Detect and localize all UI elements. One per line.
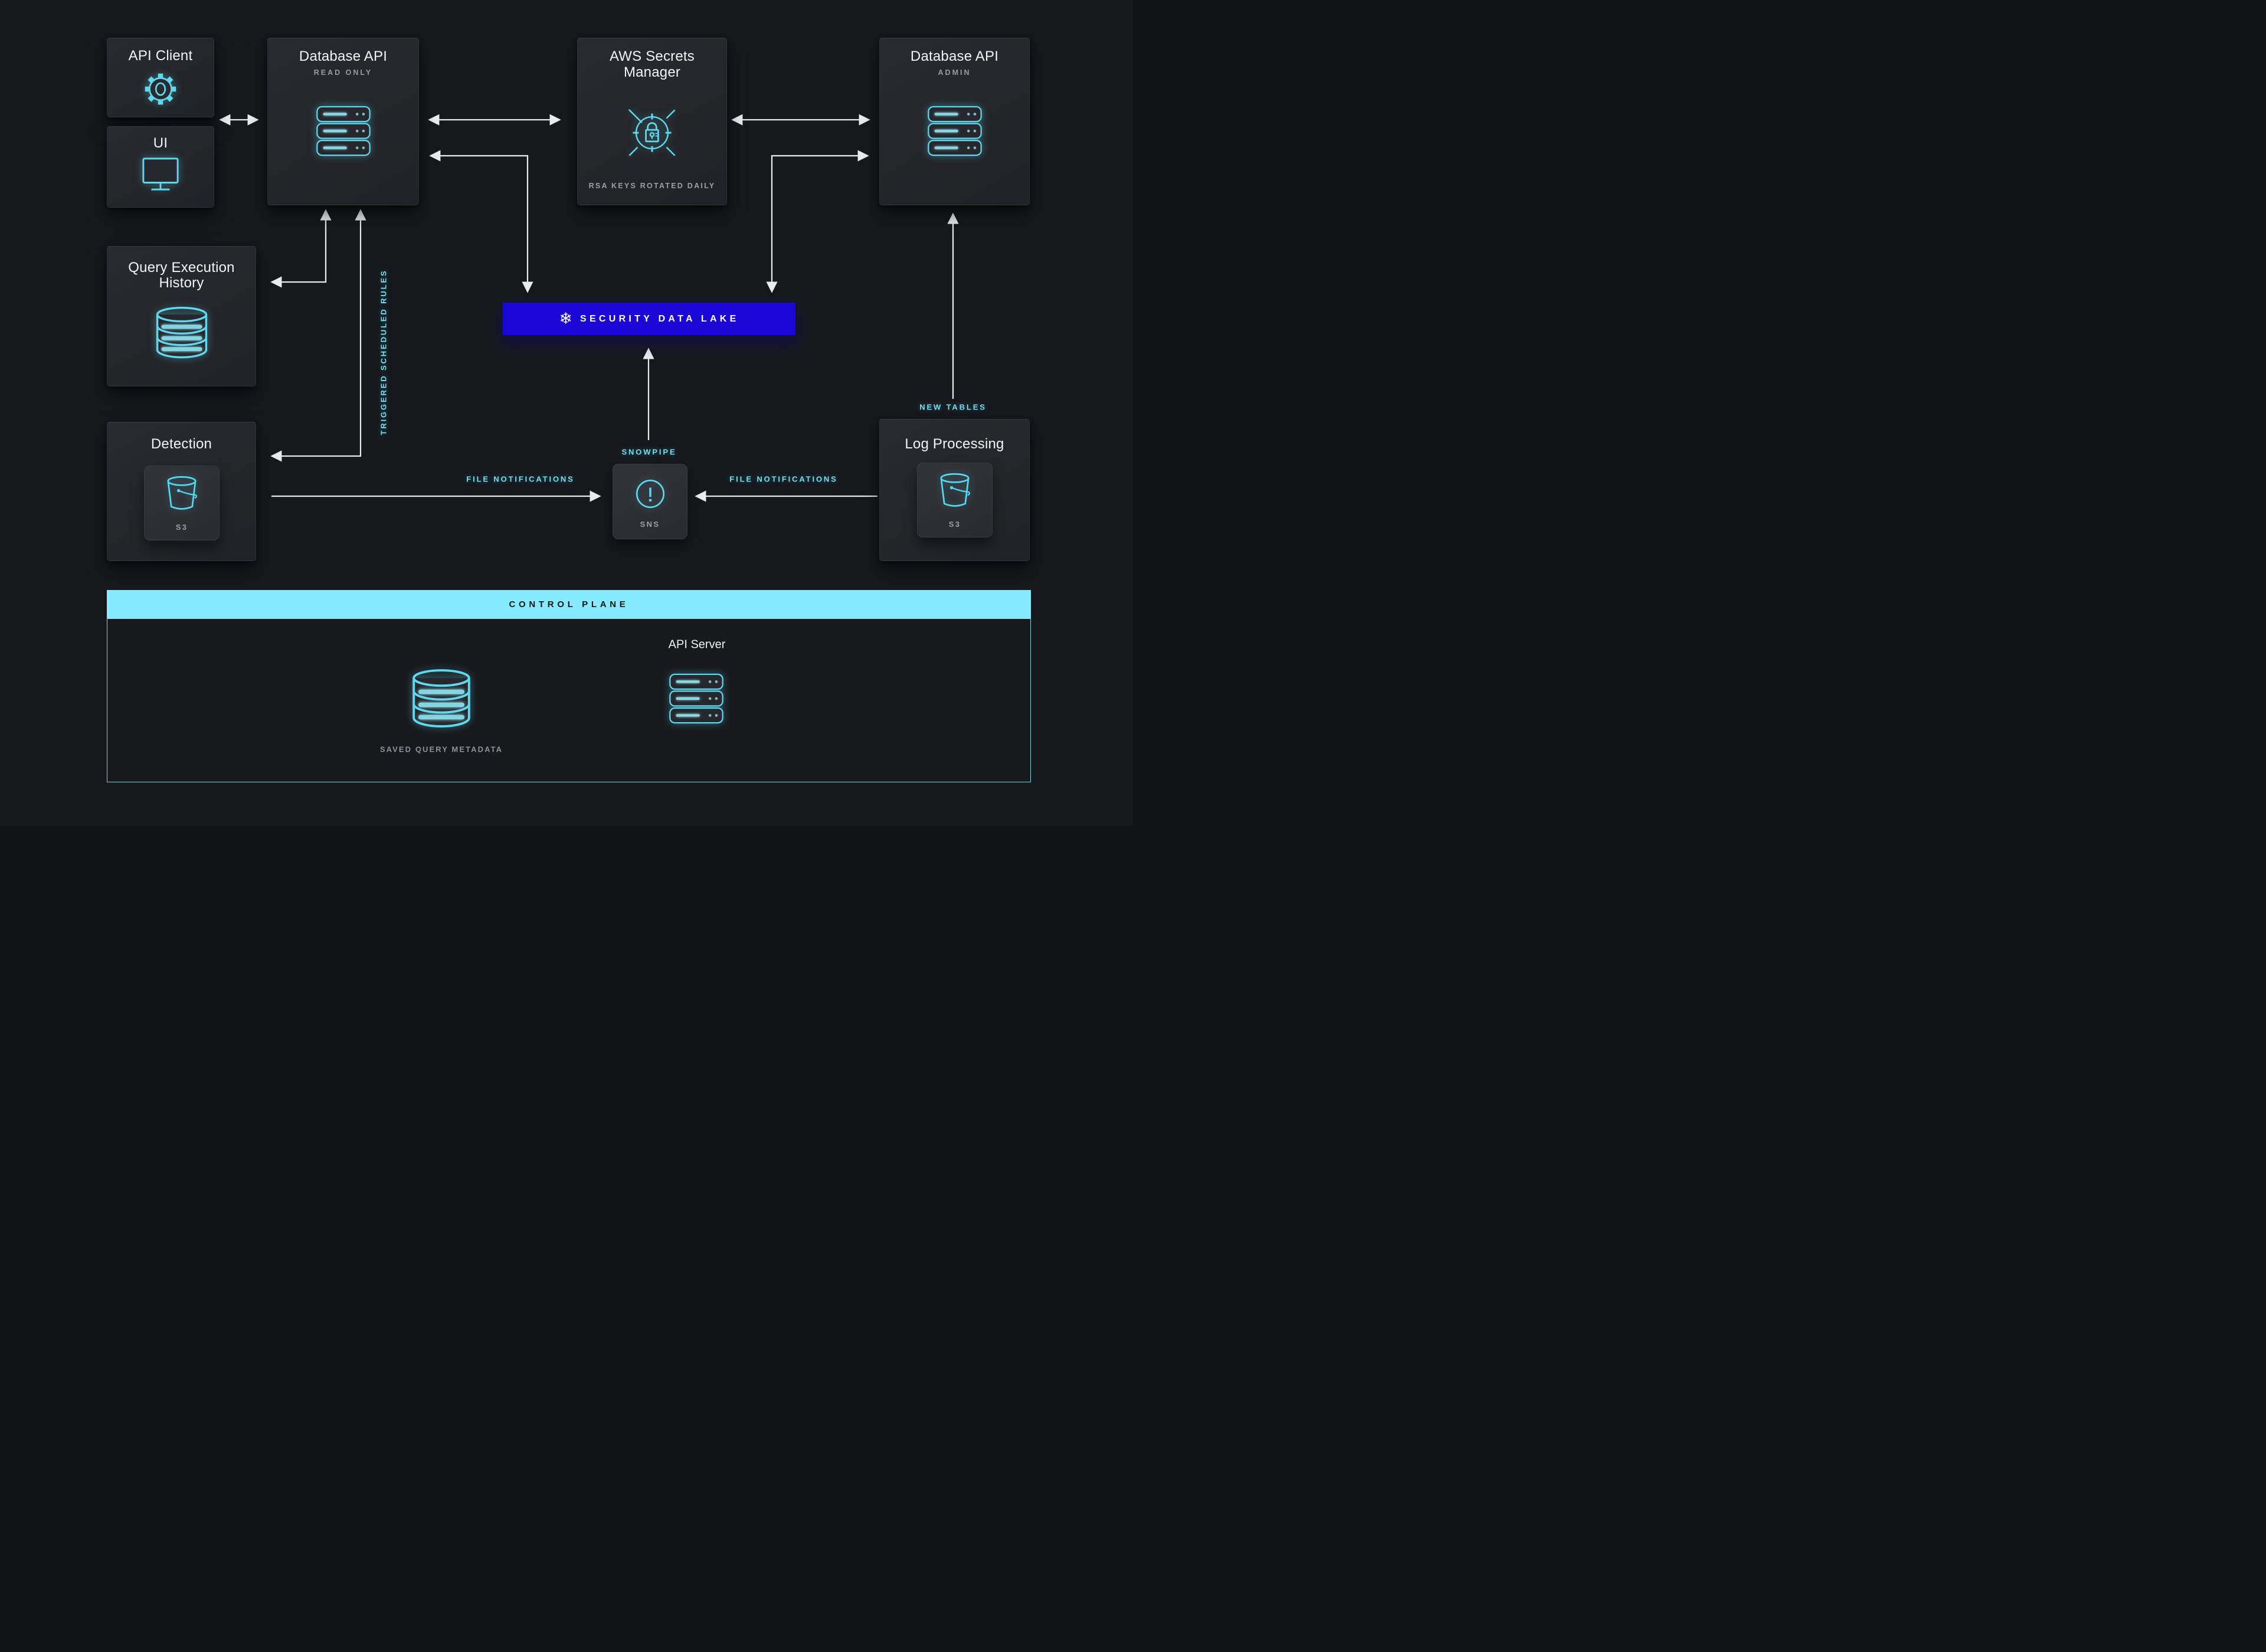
node-title: AWS Secrets Manager [609,48,695,80]
arrow-dbapi-datalake [429,150,533,293]
s3-card: S3 [917,463,993,537]
data-lake-title: SECURITY DATA LAKE [580,313,739,324]
node-title: Database API [299,48,388,64]
node-title: UI [153,135,168,151]
node-control-plane: CONTROL PLANE [107,590,1031,782]
server-stack-icon [925,106,984,159]
monitor-icon [140,155,181,195]
node-log-processing: Log Processing S3 [879,419,1030,561]
saved-query-metadata-label: SAVED QUERY METADATA [379,745,503,754]
node-database-api-admin: Database API ADMIN [879,38,1030,205]
node-aws-secrets-manager: AWS Secrets Manager [577,38,727,205]
node-api-client: API Client [107,38,214,117]
s3-card: S3 [144,466,220,540]
node-query-execution-history: Query Execution History [107,246,256,386]
node-ui: UI [107,126,214,208]
node-subtitle: ADMIN [938,68,971,77]
node-title: Detection [150,436,212,452]
snowpipe-label: SNOWPIPE [621,447,677,457]
server-stack-icon [667,673,726,727]
control-plane-body [107,619,1031,782]
node-title: Query Execution History [128,260,235,291]
database-cylinder-icon [407,667,476,732]
api-server-title: API Server [668,638,726,651]
new-tables-label: NEW TABLES [919,402,987,412]
architecture-diagram: API Client UI [0,0,1133,826]
node-title: API Client [128,48,193,64]
snowflake-icon: ❄ [559,310,573,328]
gear-icon [142,71,179,110]
triggered-scheduled-rules-label: TRIGGERED SCHEDULED RULES [379,269,388,435]
arrow-triggered-rules [270,209,366,462]
s3-label: S3 [175,523,188,532]
node-security-data-lake: ❄ SECURITY DATA LAKE [503,303,795,335]
file-notifications-label-left: FILE NOTIFICATIONS [466,474,575,484]
arrow-queryhistory-dbapi [270,209,332,288]
arrow-admin-datalake [766,150,869,293]
s3-label: S3 [948,520,961,529]
node-title: Log Processing [905,436,1004,452]
s3-bucket-icon [936,471,973,514]
node-note: RSA KEYS ROTATED DAILY [588,182,716,190]
node-sns: SNS [613,464,687,539]
database-cylinder-icon [151,305,212,362]
exclamation-circle-icon [634,477,667,513]
s3-bucket-icon [163,474,200,517]
node-detection: Detection S3 [107,422,256,561]
sns-label: SNS [640,520,660,529]
node-subtitle: READ ONLY [313,68,373,77]
control-plane-banner: CONTROL PLANE [107,590,1031,619]
lock-target-icon [623,104,681,165]
file-notifications-label-right: FILE NOTIFICATIONS [729,474,838,484]
node-database-api-read: Database API READ ONLY [267,38,419,205]
node-title: Database API [910,48,999,64]
server-stack-icon [314,106,373,159]
